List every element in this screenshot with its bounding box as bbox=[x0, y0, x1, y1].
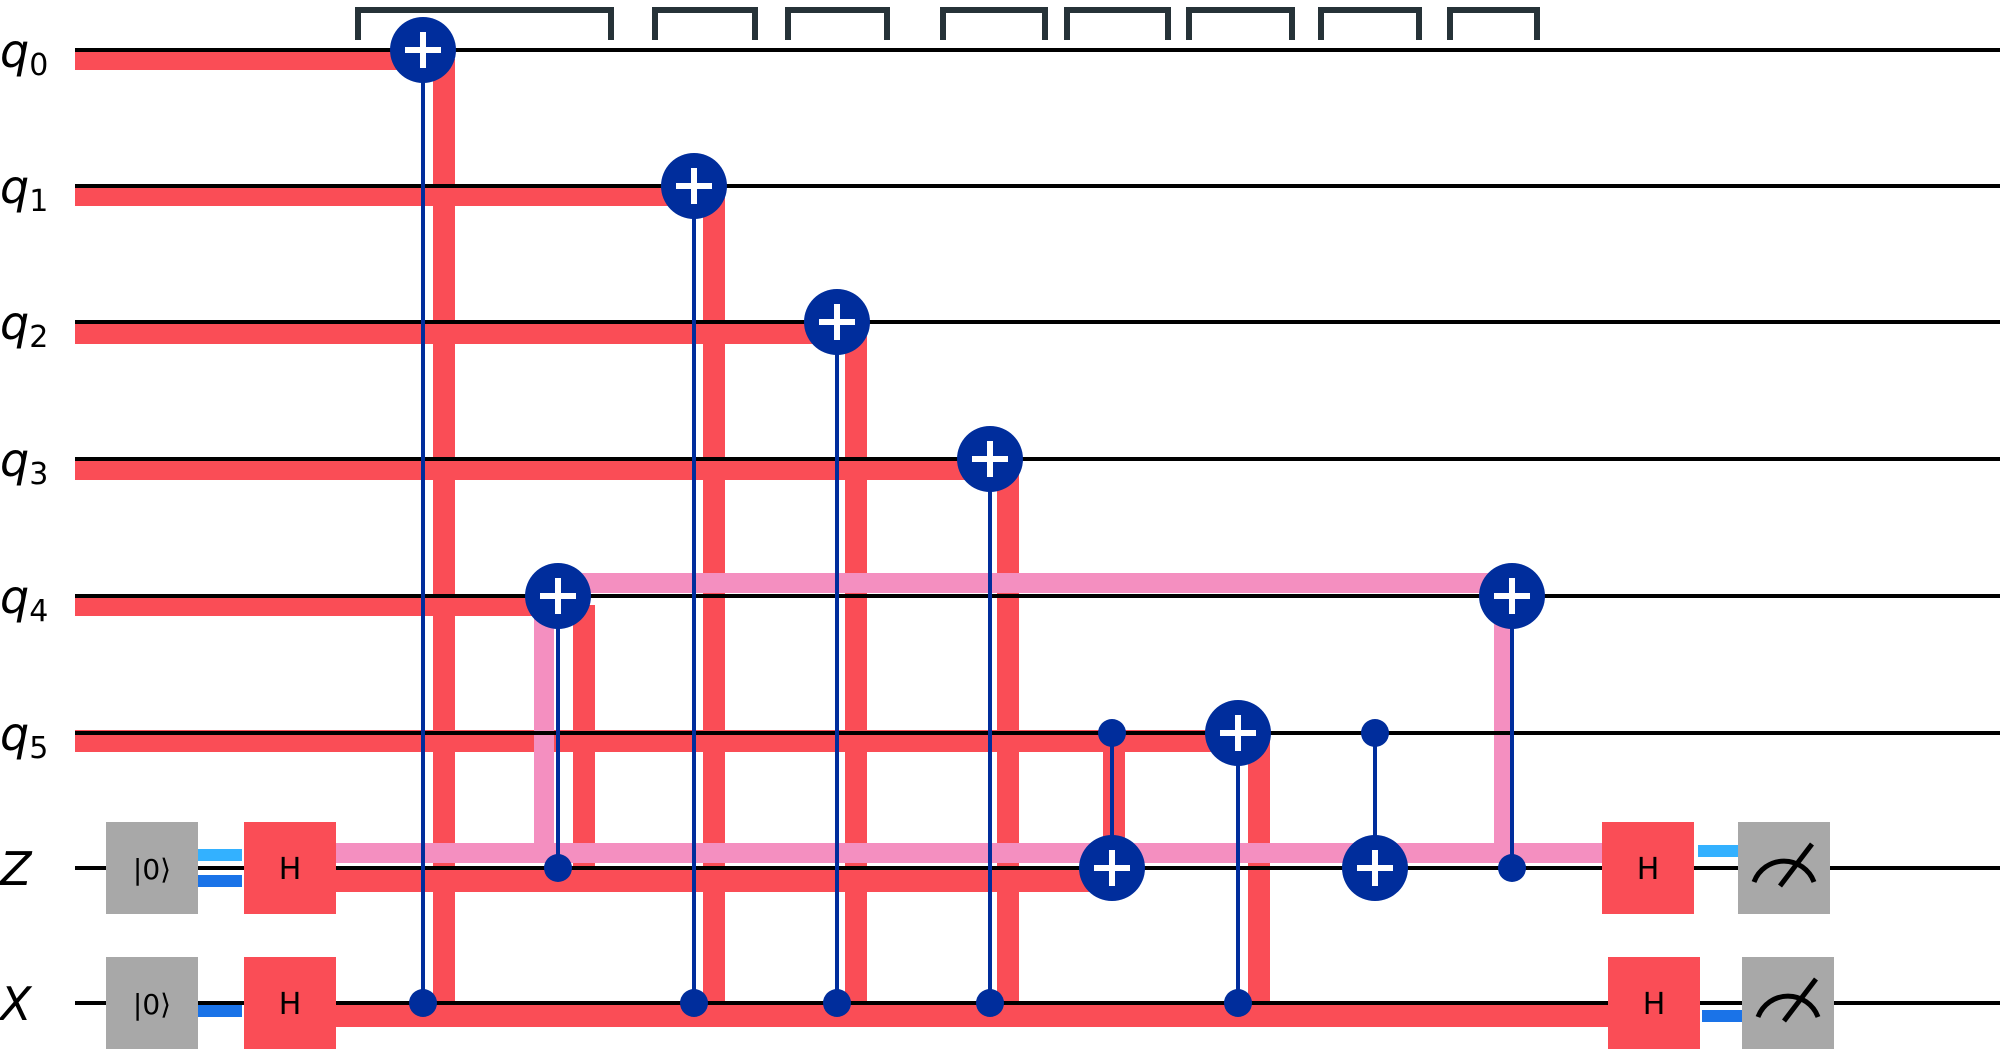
meter-needle-icon bbox=[1782, 977, 1818, 1023]
cnot-control-dot bbox=[976, 989, 1004, 1017]
qubit-label: X bbox=[0, 977, 33, 1031]
cnot-control-dot bbox=[544, 854, 572, 882]
barrier-bracket bbox=[1318, 7, 1422, 40]
reset-gate-label: |0⟩ bbox=[133, 853, 171, 886]
qubit-label-name: q bbox=[0, 570, 29, 624]
qubit-label-name: q bbox=[0, 707, 29, 761]
reset-gate: |0⟩ bbox=[106, 822, 198, 914]
qubit-label: q4 bbox=[0, 570, 48, 629]
qubit-label: q2 bbox=[0, 296, 48, 355]
qubit-label-name: Z bbox=[0, 842, 33, 896]
barrier-bracket bbox=[1186, 7, 1295, 40]
hadamard-gate: H bbox=[1602, 822, 1694, 914]
barrier-bracket bbox=[1064, 7, 1171, 40]
cnot-gate bbox=[804, 289, 870, 1017]
qubit-label: q1 bbox=[0, 160, 48, 219]
hadamard-gate: H bbox=[244, 957, 336, 1049]
qubit-label-index: 0 bbox=[29, 48, 48, 83]
cnot-control-dot bbox=[1498, 854, 1526, 882]
qubit-label-index: 2 bbox=[29, 320, 48, 355]
cnot-control-dot bbox=[1361, 719, 1389, 747]
z-error-paths bbox=[335, 573, 1616, 863]
hadamard-gate: H bbox=[244, 822, 336, 914]
cnot-gate bbox=[1479, 563, 1545, 882]
qubit-label-index: 3 bbox=[29, 457, 48, 492]
reset-gate-box bbox=[106, 822, 198, 914]
measure-gate bbox=[1742, 957, 1834, 1049]
meter-arc-icon bbox=[1751, 858, 1817, 883]
hadamard-gate-label: H bbox=[279, 987, 302, 1022]
cnot-gate bbox=[1205, 700, 1271, 1017]
qubit-label-name: q bbox=[0, 24, 29, 78]
reset-gate-box bbox=[106, 957, 198, 1049]
cnot-gate bbox=[661, 153, 727, 1017]
barrier-bracket bbox=[940, 7, 1048, 40]
qubit-label-name: q bbox=[0, 160, 29, 214]
qubit-label-index: 5 bbox=[29, 731, 48, 766]
meter-arc-icon bbox=[1755, 993, 1821, 1018]
hadamard-gate-box bbox=[1602, 822, 1694, 914]
qubit-label-name: q bbox=[0, 433, 29, 487]
qubit-label-name: q bbox=[0, 296, 29, 350]
hadamard-gate-label: H bbox=[279, 852, 302, 887]
cnot-gate bbox=[1079, 719, 1145, 901]
cnot-control-dot bbox=[1224, 989, 1252, 1017]
measure-gate-box bbox=[1738, 822, 1830, 914]
hadamard-gate-label: H bbox=[1643, 987, 1666, 1022]
cnot-control-dot bbox=[1098, 719, 1126, 747]
qubit-label-index: 4 bbox=[29, 594, 48, 629]
barrier-bracket bbox=[355, 7, 614, 40]
cnot-control-dot bbox=[409, 989, 437, 1017]
qubit-label: q0 bbox=[0, 24, 48, 83]
hadamard-gate: H bbox=[1608, 957, 1700, 1049]
cnot-gate bbox=[390, 17, 456, 1017]
hadamard-gate-box bbox=[244, 822, 336, 914]
hadamard-gate-label: H bbox=[1637, 852, 1660, 887]
qubit-label: Z bbox=[0, 842, 33, 896]
gates-layer: |0⟩ |0⟩ H H H H bbox=[106, 17, 1834, 1049]
qubit-label-name: X bbox=[0, 977, 33, 1031]
hadamard-gate-box bbox=[244, 957, 336, 1049]
qubit-label-index: 1 bbox=[29, 184, 48, 219]
cnot-control-dot bbox=[823, 989, 851, 1017]
barrier-bracket bbox=[652, 7, 758, 40]
cnot-gate bbox=[957, 426, 1023, 1017]
measure-gate bbox=[1738, 822, 1830, 914]
barrier-brackets bbox=[355, 7, 1540, 40]
reset-gate-label: |0⟩ bbox=[133, 988, 171, 1021]
barrier-bracket bbox=[785, 7, 890, 40]
meter-needle-icon bbox=[1778, 842, 1814, 888]
cnot-gate bbox=[525, 563, 591, 882]
cnot-control-dot bbox=[680, 989, 708, 1017]
qubit-label: q5 bbox=[0, 707, 48, 766]
measure-gate-box bbox=[1742, 957, 1834, 1049]
cnot-gate bbox=[1342, 719, 1408, 901]
barrier-bracket bbox=[1447, 7, 1540, 40]
reset-gate: |0⟩ bbox=[106, 957, 198, 1049]
qubit-label: q3 bbox=[0, 433, 48, 492]
hadamard-gate-box bbox=[1608, 957, 1700, 1049]
colored-wire-segments bbox=[198, 845, 1744, 1022]
